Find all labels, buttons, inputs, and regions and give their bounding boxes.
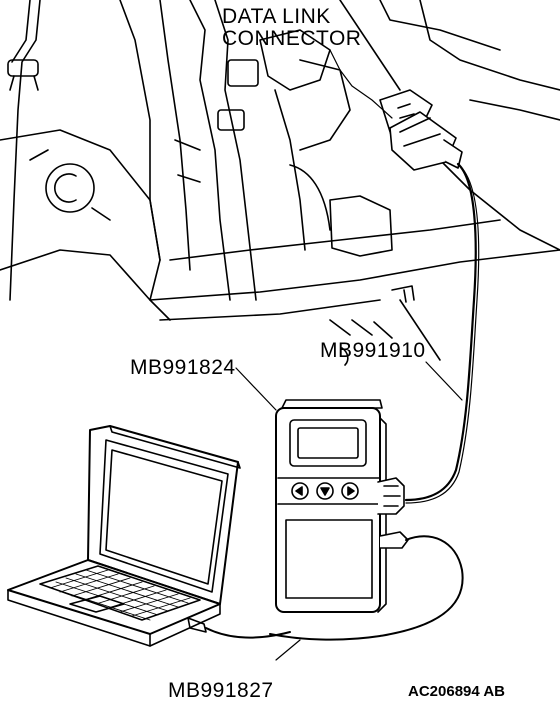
- cable-label-mb991910: MB991910: [320, 339, 426, 362]
- cable-label-mb991827: MB991827: [168, 679, 274, 702]
- leader-lines: [235, 49, 463, 661]
- down-button: [316, 482, 334, 500]
- vehicle-underdash: [0, 0, 560, 366]
- figure-code: AC206894 AB: [408, 683, 505, 700]
- mb991827-cable: [205, 627, 291, 639]
- tool-usb-cable: [269, 535, 464, 641]
- mb991824-scan-tool: [275, 399, 409, 613]
- mb991910-plug: [389, 111, 463, 171]
- tool-label-mb991824: MB991824: [130, 356, 236, 379]
- connector-label-line2: CONNECTOR: [222, 27, 362, 50]
- right-button: [341, 482, 359, 500]
- connector-label-line1: DATA LINK: [222, 5, 331, 28]
- left-button: [291, 482, 309, 500]
- laptop-computer: [7, 425, 241, 647]
- mb991910-cable: [404, 162, 477, 502]
